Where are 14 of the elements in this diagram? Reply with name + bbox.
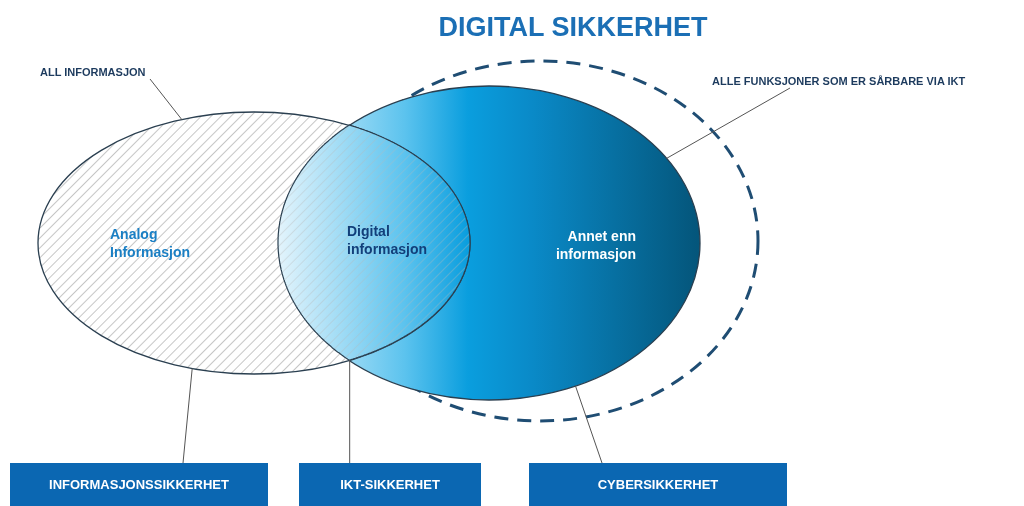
- region-label: Digital informasjon: [347, 222, 429, 258]
- callout-label: ALL INFORMASJON: [40, 66, 146, 78]
- category-box: IKT-SIKKERHET: [299, 463, 481, 506]
- leader-line: [182, 367, 193, 464]
- title: DIGITAL SIKKERHET: [437, 12, 709, 43]
- leader-line: [575, 385, 603, 464]
- category-box: CYBERSIKKERHET: [529, 463, 787, 506]
- region-label: Annet enn informasjon: [554, 227, 636, 263]
- region-label: Analog Informasjon: [110, 225, 192, 261]
- leader-line: [666, 87, 791, 159]
- leader-line: [149, 78, 183, 121]
- callout-label: ALLE FUNKSJONER SOM ER SÅRBARE VIA IKT: [712, 75, 966, 87]
- category-box: INFORMASJONSSIKKERHET: [10, 463, 268, 506]
- leader-line: [349, 359, 351, 464]
